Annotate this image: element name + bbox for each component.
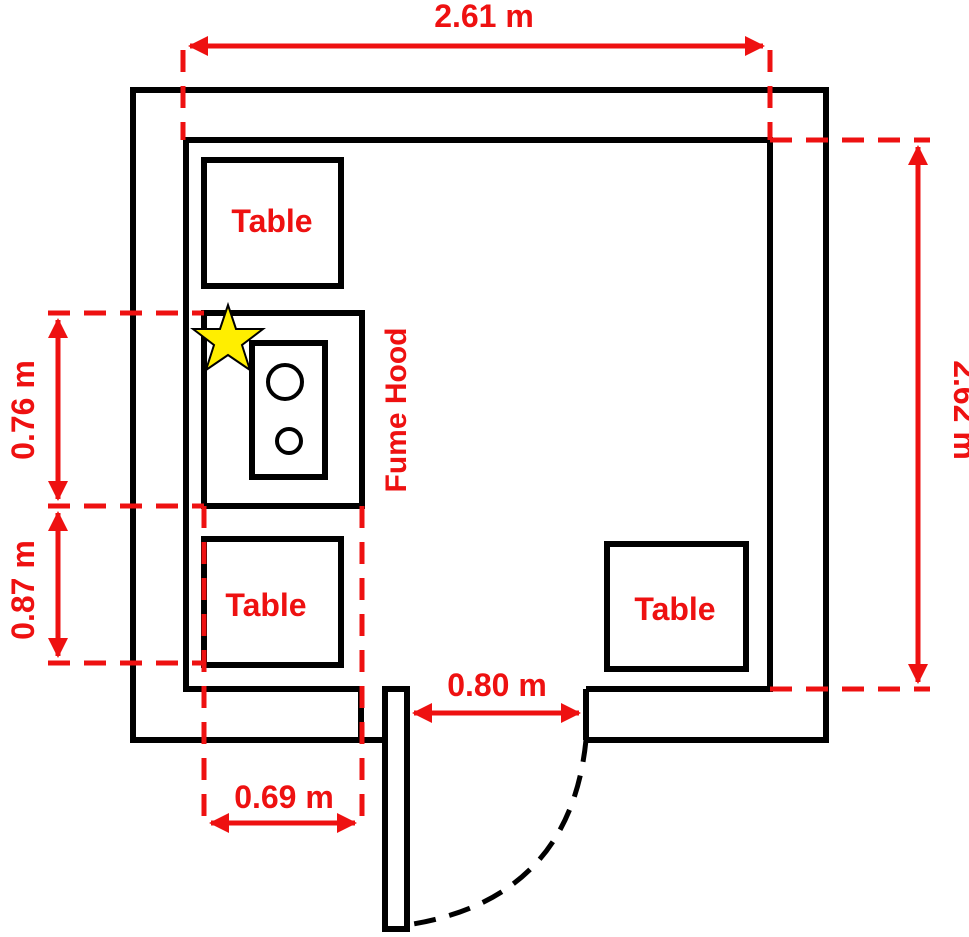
table-top-left — [201, 157, 344, 289]
hotplate-large-burner — [266, 363, 304, 401]
right-height-label: 2.62 m — [947, 360, 969, 460]
fume-hood-hotplate — [249, 340, 328, 480]
table-right-label: Table — [634, 591, 715, 627]
table-mid-left-label: Table — [225, 587, 306, 623]
top-width-label: 2.61 m — [434, 0, 534, 34]
door-leaf — [382, 686, 410, 932]
door-swing-arc — [406, 739, 589, 928]
hotplate-small-burner — [275, 427, 303, 455]
outer-wall — [130, 87, 829, 743]
inner-wall — [183, 137, 773, 692]
table-width-label: 0.69 m — [234, 779, 334, 815]
fume-hood-label: Fume Hood — [380, 328, 413, 493]
table-top-left-label: Table — [231, 203, 312, 239]
star-icon — [190, 301, 266, 373]
table-right — [604, 541, 749, 672]
hood-depth-label: 0.76 m — [5, 360, 41, 460]
door-width-label: 0.80 m — [447, 667, 547, 703]
table-depth-label: 0.87 m — [5, 540, 41, 640]
table-mid-left — [201, 536, 344, 668]
